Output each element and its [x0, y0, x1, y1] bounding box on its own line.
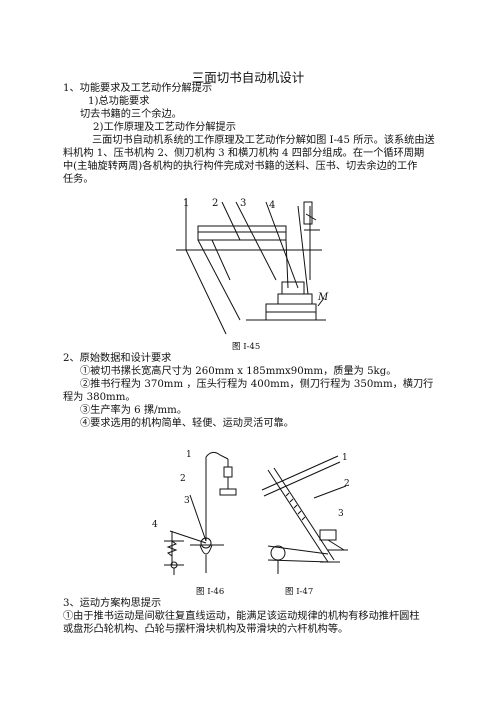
requirement-item: ②推书行程为 370mm ，压头行程为 400mm，侧刀行程为 350mm，横刀… [80, 379, 434, 390]
requirement-item: ③生产率为 6 摞/mm。 [80, 405, 188, 416]
requirement-item: ④要求选用的机构简单、轻便、运动灵活可靠。 [80, 418, 294, 429]
figure-i47-diagram: 1 2 3 [261, 453, 350, 574]
fig45-label-4: 4 [269, 200, 275, 211]
fig45-label-2: 2 [212, 198, 218, 209]
section3-line: ①由于推书运动是间歇往复直线运动，能满足该运动规律的机构有移动推杆圆柱 [63, 611, 420, 622]
requirement-item: ①被切书摞长宽高尺寸为 260mm x 185mmx90mm，质量为 5kg。 [80, 366, 397, 377]
requirement-item: 程为 380mm。 [63, 392, 136, 403]
fig46-label-1: 1 [186, 450, 192, 460]
section3-heading: 3、运动方案构思提示 [63, 598, 162, 609]
figure-i47-caption: 图 I-47 [285, 587, 314, 597]
figure-i46-caption: 图 I-46 [196, 587, 225, 597]
fig46-label-3: 3 [184, 496, 190, 506]
fig47-label-1: 1 [342, 453, 348, 463]
paragraph-line: 料机构 1、压书机构 2、侧刀机构 3 和横刀机构 4 四部分组成。在一个循环周… [63, 148, 425, 159]
fig46-label-2: 2 [180, 474, 186, 484]
figure-i45-diagram: 1 2 3 4 M [176, 198, 329, 335]
section1-sub1: 1)总功能要求 [88, 96, 150, 107]
figure-i46-diagram: 1 2 3 4 [152, 450, 237, 575]
section1-sub2: 2)工作原理及工艺动作分解提示 [93, 122, 236, 133]
fig45-label-3: 3 [240, 198, 246, 209]
fig45-label-1: 1 [183, 198, 189, 209]
figure-i45-caption: 图 I-45 [232, 342, 261, 352]
paragraph-line: 中(主轴旋转两周)各机构的执行构件完成对书籍的送料、压书、切去余边的工作 [63, 161, 418, 172]
document-title: 三面切书自动机设计 [191, 70, 305, 85]
section1-heading: 1、功能要求及工艺动作分解提示 [63, 83, 213, 94]
fig47-label-2: 2 [344, 479, 350, 489]
fig47-label-3: 3 [338, 509, 344, 519]
section3-line: 或盘形凸轮机构、凸轮与摆杆滑块机构及带滑块的六杆机构等。 [63, 624, 349, 635]
fig46-label-4: 4 [152, 520, 158, 530]
section1-sub1-text: 切去书籍的三个余边。 [80, 109, 182, 120]
fig45-label-m: M [317, 292, 329, 303]
section2-heading: 2、原始数据和设计要求 [63, 353, 172, 364]
paragraph-line: 任务。 [63, 174, 94, 185]
paragraph-line: 三面切书自动机系统的工作原理及工艺动作分解如图 I-45 所示。该系统由送 [92, 135, 435, 146]
